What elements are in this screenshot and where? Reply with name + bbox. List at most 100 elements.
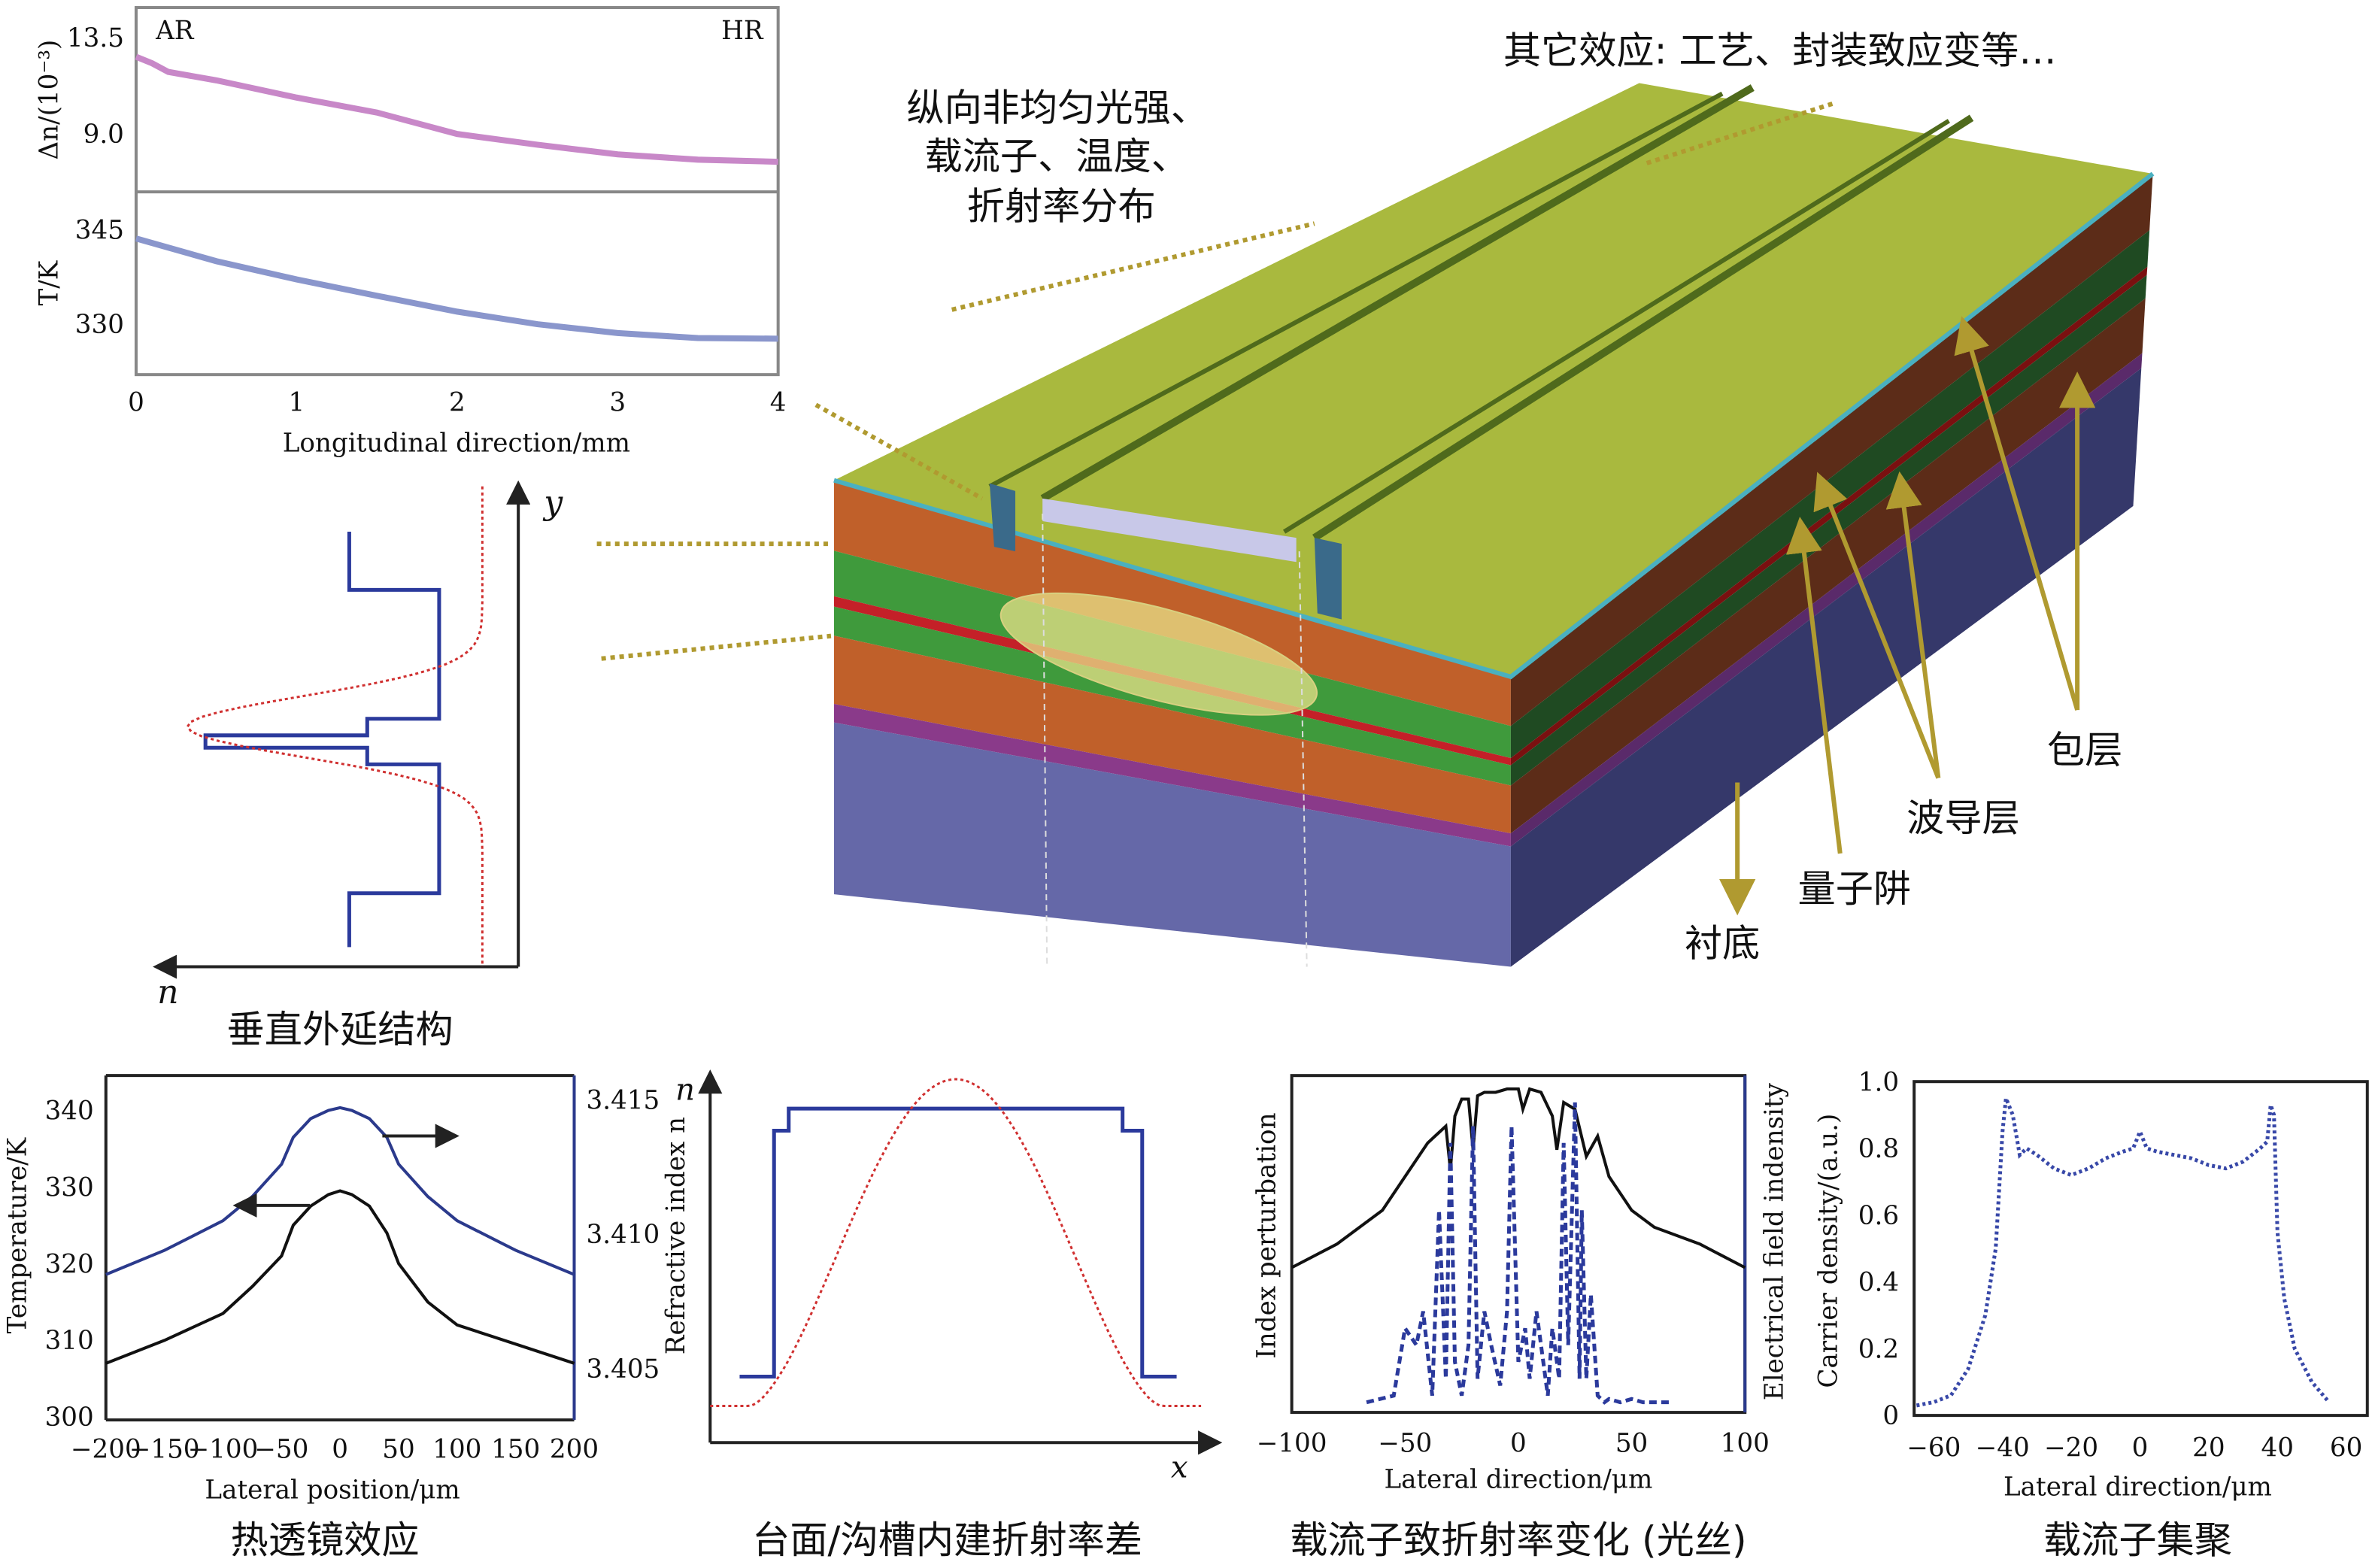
y-right-axis-label: Electrical field indensity [1759,1082,1789,1400]
y-tick-label: 330 [75,310,124,340]
side-layer-quantum-well [1510,266,2148,766]
caption-carrier-accumulation: 载流子集聚 [2043,1518,2232,1562]
chart-vertical-profile [153,480,531,979]
x-tick-label: 0 [2132,1433,2149,1463]
y-tick-label: 0.6 [1858,1201,1899,1231]
mode-boundary-line [1042,513,1048,967]
label-arrow [1885,471,1941,778]
label-arrow [1813,472,1941,779]
dotted-pointer [951,221,1315,312]
y-axis-label: Carrier density/(a.u.) [1814,1114,1844,1388]
series-carrier-density [1916,1097,2331,1408]
y-tick-label: 345 [75,215,124,245]
label-longitudinal-1: 纵向非均匀光强、 [906,86,1209,130]
x-tick-label: 100 [432,1434,481,1464]
x-tick-label: −100 [1257,1428,1327,1458]
charts: 13.5 9.0 Δn/(10⁻³) 345 330 T/K 0 1 2 3 4Longitudin… [2,6,2369,1506]
x-axis-label: Lateral direction/μm [2003,1472,2272,1503]
side-layer-substrate [1510,368,2142,967]
mode-boundary-line [1298,551,1308,967]
index-step [739,1106,1177,1379]
refractive-index-step [203,532,441,948]
y-right-axis-label: Refractive index n [661,1117,691,1354]
y-tick-label: 1.0 [1858,1067,1899,1097]
label-n-axis: n [157,973,178,1011]
label-arrow [1954,316,2080,711]
annotation-ar: AR [155,16,195,46]
y-tick-label: 0.8 [1858,1134,1899,1164]
series-delta-n [135,53,778,165]
ridge-contact [1042,498,1297,563]
series-field-intensity [1366,1102,1670,1405]
x-tick-label: 200 [550,1434,599,1464]
x-tick-label: 3 [609,387,626,417]
caption-filament: 载流子致折射率变化 (光丝) [1290,1518,1746,1562]
front-layer-buffer [833,704,1511,847]
y-tick-label: 330 [45,1172,94,1203]
label-cladding: 包层 [2047,727,2122,772]
optical-mode-profile [710,1078,1202,1407]
side-layer-cladding-bottom [1510,298,2146,834]
ridge-groove [1282,119,1950,534]
label-vertical-structure: 垂直外延结构 [227,1007,453,1051]
x-tick-label: −100 [188,1434,259,1464]
x-tick-label: −20 [2044,1433,2098,1463]
y-axis-label: T/K [35,259,65,305]
pointer-lines [596,100,2096,916]
x-tick-label: 150 [491,1434,540,1464]
y-right-tick-label: 3.415 [587,1085,660,1115]
ridge-groove [988,91,1724,489]
y-tick-label: 9.0 [83,120,124,150]
x-tick-label: 20 [2192,1433,2225,1463]
groove-notch [989,483,1016,552]
caption-mesa-index: 台面/沟槽内建折射率差 [752,1518,1142,1562]
x-tick-label: 1 [289,387,305,417]
ridge-groove [1040,84,1755,502]
plot-frame [1912,1080,2369,1418]
side-layer-cladding-top [1510,173,2153,726]
y-tick-label: 300 [45,1403,94,1433]
chart-thermal-lens: 3003103203303403.4053.4103.415−200−150−1… [2,1074,691,1506]
label-waveguide: 波导层 [1906,796,2020,840]
x-tick-label: −50 [254,1434,308,1464]
y-tick-label: 340 [45,1096,94,1126]
x-tick-label: 50 [1615,1428,1648,1458]
x-tick-label: 0 [128,387,144,417]
x-tick-label: 40 [2261,1433,2294,1463]
y-right-tick-label: 3.410 [587,1220,660,1250]
x-axis-label: x [1171,1450,1188,1485]
ridge-groove [1312,114,1974,541]
x-tick-label: 100 [1721,1428,1770,1458]
x-tick-label: 50 [382,1434,414,1464]
label-y-axis: y [542,484,563,522]
y-axis-label: Δn/(10⁻³) [35,40,65,160]
x-axis-label: Longitudinal direction/mm [283,429,630,459]
label-longitudinal-2: 载流子、温度、 [925,134,1189,178]
x-tick-label: 4 [770,387,787,417]
series-temperature [135,235,778,342]
x-tick-label: 0 [332,1434,348,1464]
y-right-tick-label: 3.405 [587,1354,660,1385]
x-tick-label: 2 [449,387,466,417]
front-layer-cladding-bottom [833,635,1511,834]
x-tick-label: −200 [71,1434,141,1464]
annotation-hr: HR [721,16,764,46]
y-tick-label: 0.2 [1858,1334,1899,1364]
x-tick-label: −150 [129,1434,200,1464]
y-tick-label: 13.5 [67,23,124,53]
y-tick-label: 0 [1882,1401,1899,1431]
chart-longitudinal: 13.5 9.0 Δn/(10⁻³) 345 330 T/K 0 1 2 3 4Longitudin… [35,6,787,459]
optical-mode-ellipse [999,592,1318,716]
x-tick-label: −40 [1976,1433,2030,1463]
series-temperature [105,1189,575,1365]
front-layer-substrate [833,722,1511,967]
label-arrow [1785,517,1843,854]
y-axis-label: n [675,1072,695,1107]
chart-mesa-index: nx [675,1069,1223,1485]
groove-notch [1314,538,1342,620]
y-tick-label: 310 [45,1326,94,1356]
label-longitudinal-3: 折射率分布 [967,183,1156,228]
label-quantum-well: 量子阱 [1798,866,1912,911]
